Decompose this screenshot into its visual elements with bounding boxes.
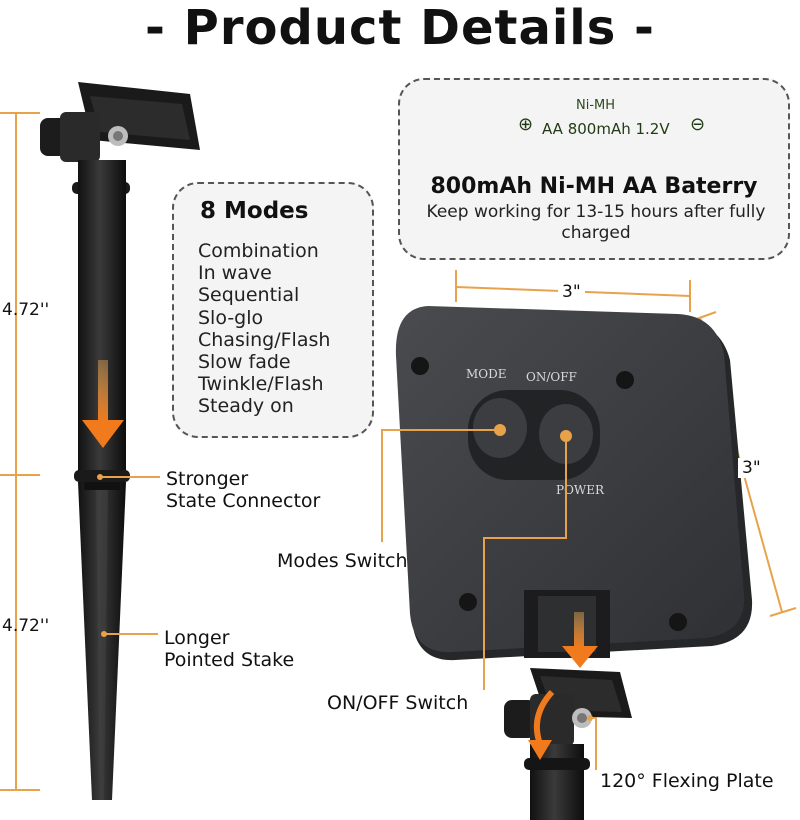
mode-item: Steady on xyxy=(198,395,294,418)
connector-callout-line1: Stronger xyxy=(166,468,249,490)
mode-item: Combination xyxy=(198,240,319,262)
mode-item: Slow fade xyxy=(198,351,291,374)
plus-icon: ⊕ xyxy=(518,114,534,135)
garden-stake xyxy=(40,82,200,800)
mode-item: Twinkle/Flash xyxy=(198,373,324,396)
stake-dimension-line xyxy=(0,112,40,791)
box-down-arrow-head xyxy=(562,646,598,668)
flexing-plate-hinge xyxy=(504,668,632,820)
stake-upper-length: 4.72'' xyxy=(2,300,50,320)
modes-panel: 8 Modes Combination In wave Sequential S… xyxy=(172,182,374,438)
box-width-label: 3" xyxy=(558,282,585,302)
stake-callout-line1: Longer xyxy=(164,627,230,649)
modes-switch-callout: Modes Switch xyxy=(277,550,408,572)
box-height-label: 3" xyxy=(738,458,765,478)
connector-leader-dot xyxy=(97,474,103,480)
minus-icon: ⊖ xyxy=(690,114,706,135)
battery-description: Keep working for 13-15 hours after fully… xyxy=(426,202,766,243)
modes-list: Combination In wave Sequential Slo-glo C… xyxy=(198,240,330,418)
modes-title: 8 Modes xyxy=(200,198,309,224)
page-title: - Product Details - xyxy=(145,0,655,56)
stake-callout-line2: Pointed Stake xyxy=(164,649,295,671)
stake-lower-length: 4.72'' xyxy=(2,616,50,636)
flex-plate-callout: 120° Flexing Plate xyxy=(600,770,774,792)
battery-headline: 800mAh Ni-MH AA Baterry xyxy=(430,174,758,199)
mode-item: Chasing/Flash xyxy=(198,328,331,351)
battery-chemistry-label: Ni-MH xyxy=(576,98,616,113)
onoff-switch-callout: ON/OFF Switch xyxy=(327,692,469,714)
solar-control-box xyxy=(395,306,753,661)
mode-item: In wave xyxy=(198,262,272,285)
power-label: POWER xyxy=(556,483,605,497)
battery-panel: Ni-MH AA 800mAh 1.2V ⊕ ⊖ 800mAh Ni-MH AA… xyxy=(398,78,790,260)
flex-plate-leader-dot xyxy=(587,715,593,721)
mode-label: MODE xyxy=(466,367,507,381)
connector-callout: Stronger State Connector xyxy=(166,468,320,512)
battery-spec-label: AA 800mAh 1.2V xyxy=(542,120,670,138)
onoff-label: ON/OFF xyxy=(526,370,577,384)
connector-callout-line2: State Connector xyxy=(166,490,321,512)
box-down-arrow-shaft xyxy=(574,612,584,648)
modes-switch-leader xyxy=(381,429,500,542)
stake-callout: Longer Pointed Stake xyxy=(164,627,294,671)
mode-item: Slo-glo xyxy=(198,306,264,329)
stake-leader-dot xyxy=(101,631,107,637)
mode-item: Sequential xyxy=(198,284,300,307)
onoff-switch-leader xyxy=(483,436,567,690)
